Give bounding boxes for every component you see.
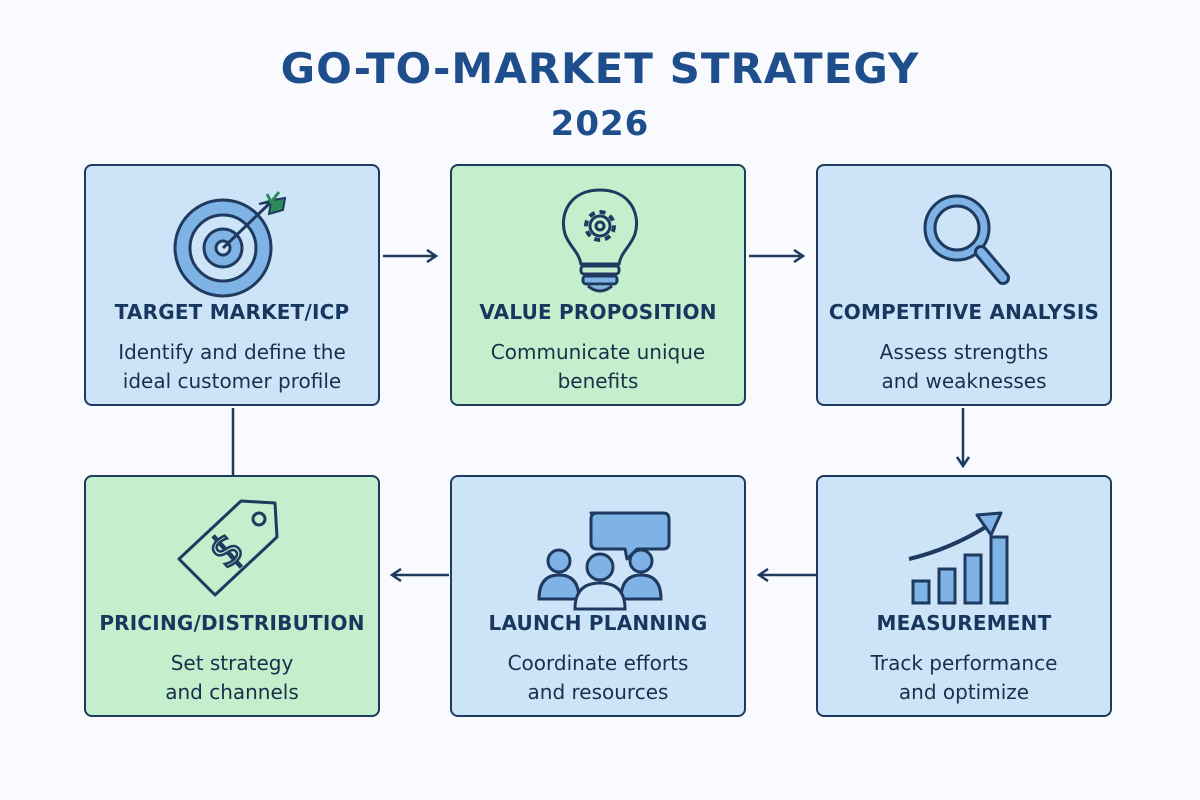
step-description: Identify and define the ideal customer p…: [96, 338, 368, 396]
page-subtitle-year: 2026: [550, 104, 650, 144]
step-description-line: and channels: [165, 680, 299, 704]
step-card-competitive-analysis: COMPETITIVE ANALYSIS Assess strengths an…: [816, 164, 1112, 406]
step-description-line: Communicate unique: [490, 340, 706, 364]
step-card-pricing-distribution: $ PRICING/DISTRIBUTION Set strategy and …: [84, 475, 380, 717]
magnifier-icon: [923, 194, 1010, 285]
step-card-measurement: MEASUREMENT Track performance and optimi…: [816, 475, 1112, 717]
step-description: Track performance and optimize: [828, 649, 1100, 707]
step-description: Set strategy and channels: [96, 649, 368, 707]
step-title: PRICING/DISTRIBUTION: [99, 611, 365, 635]
step-title: COMPETITIVE ANALYSIS: [828, 300, 1100, 324]
step-title: TARGET MARKET/ICP: [114, 300, 350, 324]
step-description-line: Assess strengths: [879, 340, 1049, 364]
step-description: Assess strengths and weaknesses: [828, 338, 1100, 396]
step-title: MEASUREMENT: [876, 611, 1052, 635]
step-description-line: benefits: [557, 369, 639, 393]
price-tag-icon: $: [177, 499, 279, 597]
page-title: GO-TO-MARKET STRATEGY: [280, 44, 920, 93]
lightbulb-gear-icon: [562, 188, 638, 293]
step-description: Coordinate efforts and resources: [462, 649, 734, 707]
step-card-launch-planning: LAUNCH PLANNING Coordinate efforts and r…: [450, 475, 746, 717]
step-title: VALUE PROPOSITION: [479, 300, 717, 324]
step-description-line: ideal customer profile: [122, 369, 342, 393]
step-description-line: Identify and define the: [118, 340, 346, 364]
step-description-line: and resources: [527, 680, 669, 704]
step-description: Communicate unique benefits: [462, 338, 734, 396]
step-card-value-proposition: VALUE PROPOSITION Communicate unique ben…: [450, 164, 746, 406]
step-description-line: Coordinate efforts: [507, 651, 689, 675]
team-chat-icon: [537, 511, 671, 611]
step-description-line: and optimize: [898, 680, 1030, 704]
bar-chart-icon: [908, 511, 1009, 605]
step-description-line: Set strategy: [170, 651, 294, 675]
step-description-line: and weaknesses: [881, 369, 1047, 393]
step-description-line: Track performance: [870, 651, 1058, 675]
target-icon: [173, 191, 287, 298]
step-card-target-market: TARGET MARKET/ICP Identify and define th…: [84, 164, 380, 406]
step-title: LAUNCH PLANNING: [488, 611, 708, 635]
